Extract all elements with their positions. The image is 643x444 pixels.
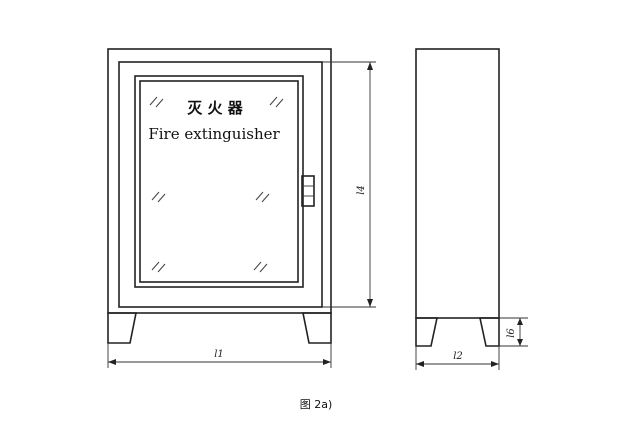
label-english: Fire extinguisher	[148, 125, 280, 143]
front-view: 灭 火 器 Fire extinguisher	[107, 48, 332, 344]
dim-label-leg-height: l6	[506, 328, 517, 338]
cabinet-inner-frame	[118, 61, 323, 308]
front-left-leg	[107, 312, 137, 344]
side-view	[415, 48, 500, 347]
door-handle	[301, 175, 315, 207]
glass-door	[139, 80, 299, 283]
dimension-front-width: l1	[107, 343, 332, 368]
side-right-leg	[479, 317, 500, 347]
dim-label-front-width: l1	[214, 349, 224, 360]
dim-label-height: l4	[356, 185, 367, 195]
door-frame	[134, 75, 304, 288]
label-chinese: 灭 火 器	[186, 99, 243, 117]
figure-caption: 图 2a)	[300, 398, 333, 411]
dim-label-side-width: l2	[453, 351, 463, 362]
side-left-leg	[415, 317, 438, 347]
front-right-leg	[302, 312, 332, 344]
dimension-height: l4	[322, 61, 376, 308]
side-body	[415, 48, 500, 319]
dimension-leg-height: l6	[499, 317, 528, 347]
cabinet-outer-frame	[107, 48, 332, 314]
dimension-side-width: l2	[415, 346, 500, 370]
glass-hatch-marks	[149, 96, 284, 273]
